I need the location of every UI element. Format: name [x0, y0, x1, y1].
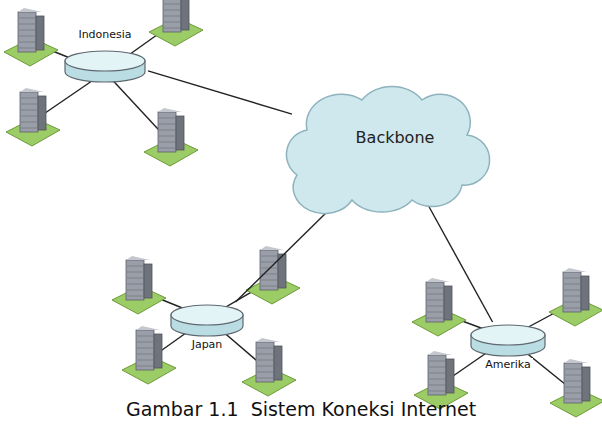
cloud-outline: [286, 86, 489, 213]
country-label: Japan: [190, 338, 225, 351]
router-top: [471, 325, 545, 345]
country-label-row: Amerika: [468, 358, 548, 371]
router-top: [65, 51, 145, 71]
country-label: Indonesia: [76, 28, 133, 41]
network-link: [148, 71, 292, 114]
router-disk: [168, 304, 246, 338]
router-node: Amerika: [468, 322, 548, 378]
country-label-row: Japan: [168, 338, 246, 351]
router-disk: [468, 324, 548, 358]
country-label-row: Indonesia: [62, 28, 148, 41]
backbone-cloud: Backbone: [292, 85, 498, 205]
router-disk: [62, 50, 148, 84]
figure-caption: Gambar 1.1 Sistem Koneksi Internet: [0, 398, 602, 420]
network-link: [235, 205, 334, 302]
router-node: Indonesia: [62, 28, 148, 88]
network-link: [428, 205, 492, 322]
country-label: Amerika: [483, 358, 533, 371]
router-node: Japan: [168, 302, 246, 358]
router-top: [171, 305, 243, 325]
backbone-label: Backbone: [292, 128, 498, 147]
